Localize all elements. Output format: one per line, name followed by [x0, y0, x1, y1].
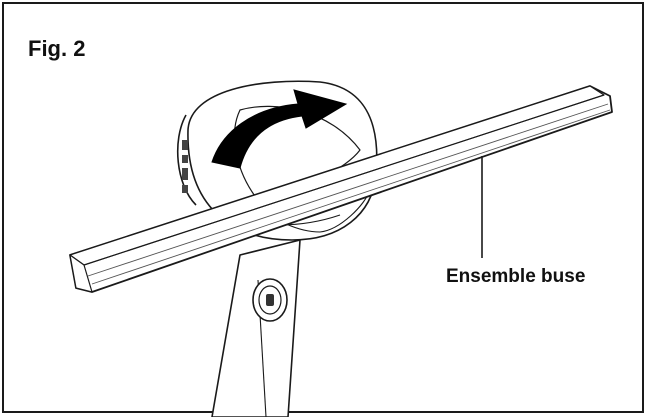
brand-mark [182, 168, 188, 180]
part-label-nozzle: Ensemble buse [446, 266, 586, 287]
blade-groove [83, 94, 605, 266]
blade-groove [87, 103, 609, 277]
body-back-rim [176, 114, 197, 206]
brand-mark [182, 140, 188, 150]
button-icon [252, 278, 288, 322]
dryer-handle [211, 239, 301, 417]
figure-label: Fig. 2 [28, 36, 86, 61]
curved-arrow-icon [211, 89, 348, 169]
brand-mark [182, 185, 188, 193]
blade-end-cap [69, 254, 93, 293]
blade-groove [91, 109, 611, 285]
brand-mark [182, 155, 188, 163]
